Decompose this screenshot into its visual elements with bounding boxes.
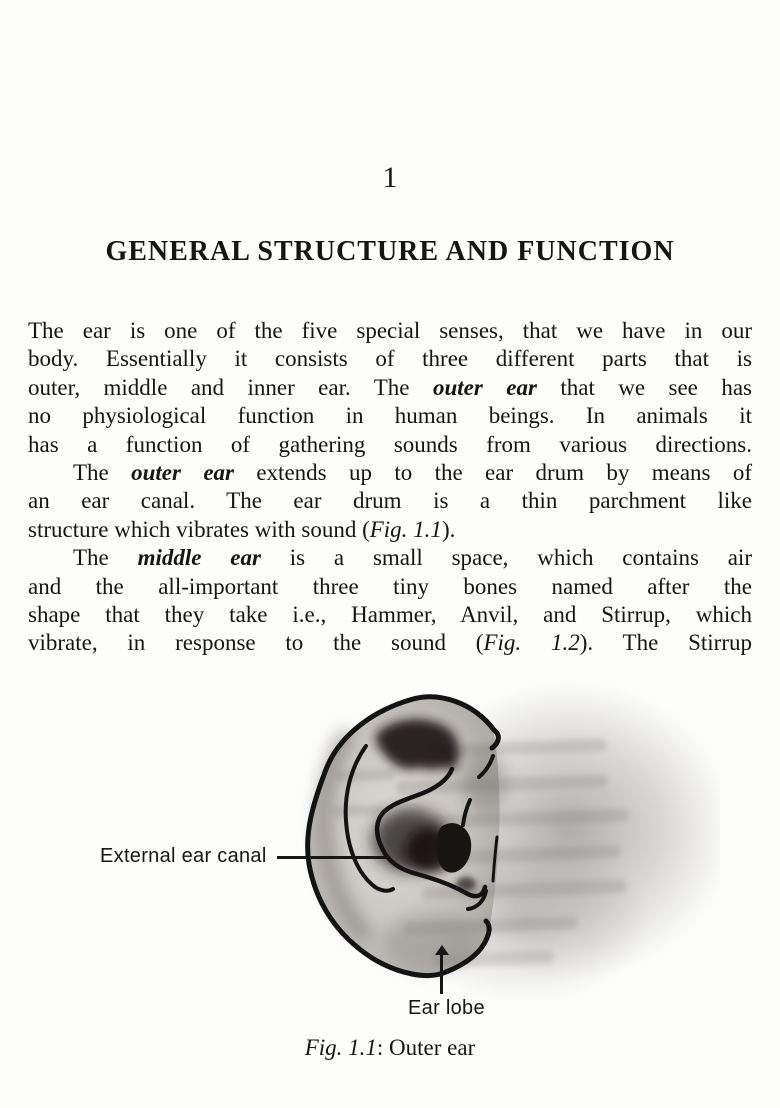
- paragraph-line: body. Essentially it consists of three d…: [28, 346, 752, 372]
- paragraph-line: The ear is one of the five special sense…: [28, 318, 752, 343]
- leader-line-external-ear-canal: [277, 856, 390, 859]
- paragraph-line: and the all-important three tiny bones n…: [28, 573, 752, 599]
- chapter-heading: GENERAL STRUCTURE AND FUNCTION: [105, 236, 675, 267]
- paragraph-line: an ear canal. The ear drum is a thin par…: [28, 488, 752, 514]
- upper-concha-shadow: [376, 719, 459, 770]
- scapha-shading: [316, 727, 374, 944]
- lobe-shading: [382, 914, 478, 970]
- figure-caption-number: Fig. 1.1: [304, 1035, 377, 1060]
- body-text: The ear is one of the five special sense…: [28, 317, 752, 658]
- paragraph-line: vibrate, in response to the sound (Fig. …: [28, 630, 752, 656]
- figure-outer-ear: [280, 670, 735, 1005]
- figure-caption: Fig. 1.1: Outer ear: [0, 1034, 780, 1062]
- antitragus-shadow: [456, 877, 476, 891]
- paragraph-line: has a function of gathering sounds from …: [28, 431, 752, 457]
- outer-ear-illustration: [305, 680, 735, 1005]
- figure-caption-text: : Outer ear: [376, 1035, 476, 1060]
- figure-label-ear-lobe: Ear lobe: [408, 997, 485, 1019]
- paragraph-line: shape that they take i.e., Hammer, Anvil…: [28, 601, 752, 627]
- leader-line-ear-lobe: [440, 952, 443, 994]
- paragraph-line: structure which vibrates with sound (Fig…: [28, 516, 456, 542]
- figure-label-external-ear-canal: External ear canal: [100, 845, 267, 867]
- paragraph-line: The middle ear is a small space, which c…: [73, 545, 752, 571]
- leader-arrow-ear-lobe: [434, 945, 449, 955]
- paragraph-line: no physiological function in human being…: [28, 403, 752, 429]
- paragraph-line: The outer ear extends up to the ear drum…: [73, 459, 752, 485]
- ear-outline-strokes: [305, 694, 501, 978]
- tragus-shape: [436, 823, 472, 873]
- paragraph-line: outer, middle and inner ear. The outer e…: [28, 374, 752, 400]
- helix-fold-shading: [463, 752, 507, 812]
- page-number: 1: [382, 161, 398, 194]
